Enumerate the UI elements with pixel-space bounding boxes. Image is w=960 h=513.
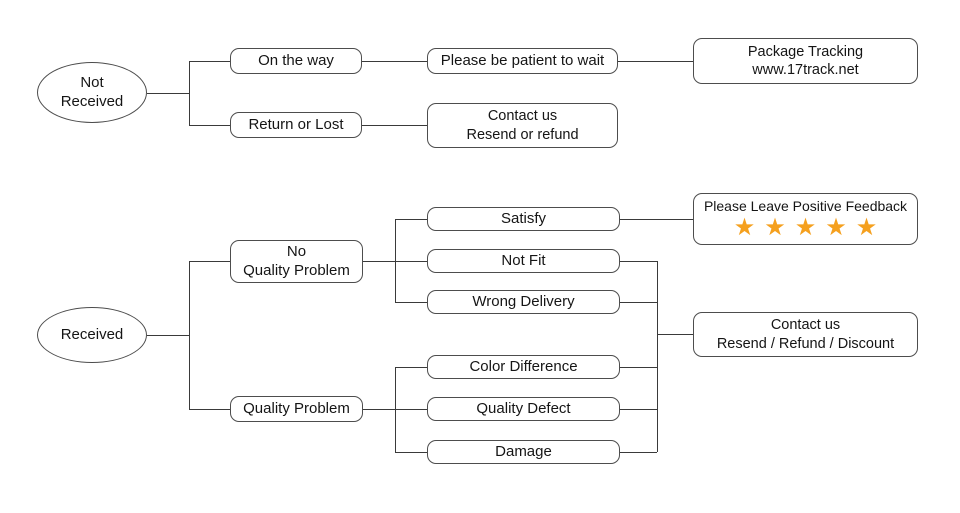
connector-line: [362, 61, 427, 63]
connector-line: [189, 261, 230, 263]
node-wrong-delivery: Wrong Delivery: [427, 290, 620, 314]
node-please-be-patient: Please be patient to wait: [427, 48, 618, 74]
connector-line: [395, 219, 397, 302]
connector-line: [147, 93, 189, 95]
node-package-tracking: Package Tracking www.17track.net: [693, 38, 918, 84]
connector-line: [618, 61, 693, 63]
star-rating: ★★★★★: [725, 216, 887, 240]
node-not-received-label-line1: Not: [80, 73, 104, 91]
connector-line: [147, 335, 189, 337]
connector-line: [189, 61, 230, 63]
node-contact-us-resend-refund: Contact us Resend or refund: [427, 103, 618, 148]
connector-line: [395, 302, 427, 304]
node-color-difference-label: Color Difference: [469, 357, 578, 375]
node-quality-defect: Quality Defect: [427, 397, 620, 421]
node-on-the-way: On the way: [230, 48, 362, 74]
node-contact-us-resend-refund-line1: Contact us: [487, 108, 558, 125]
connector-line: [363, 409, 395, 411]
node-quality-defect-label: Quality Defect: [476, 399, 571, 417]
connector-line: [395, 261, 427, 263]
node-wrong-delivery-label: Wrong Delivery: [472, 292, 575, 310]
node-return-or-lost: Return or Lost: [230, 112, 362, 138]
connector-line: [189, 261, 191, 409]
connector-line: [395, 219, 427, 221]
star-icon: ★: [825, 214, 856, 242]
node-received-label: Received: [60, 325, 124, 343]
node-on-the-way-label: On the way: [258, 51, 334, 69]
node-package-tracking-url: www.17track.net: [752, 62, 859, 78]
node-contact-us-resend-refund-discount: Contact us Resend / Refund / Discount: [693, 312, 918, 357]
node-no-quality-problem: No Quality Problem: [230, 240, 363, 283]
node-satisfy: Satisfy: [427, 207, 620, 231]
connector-line: [189, 125, 230, 127]
node-damage: Damage: [427, 440, 620, 464]
node-return-or-lost-label: Return or Lost: [248, 115, 344, 133]
node-contact-us-resend-refund-line2: Resend or refund: [466, 126, 579, 143]
connector-line: [620, 367, 657, 369]
node-package-tracking-label-line1: Package Tracking: [747, 43, 864, 60]
connector-line: [620, 261, 657, 263]
node-color-difference: Color Difference: [427, 355, 620, 379]
node-not-fit-label: Not Fit: [501, 251, 546, 269]
connector-line: [363, 261, 395, 263]
node-contact-us-discount-line2: Resend / Refund / Discount: [716, 335, 895, 352]
node-not-received: Not Received: [37, 62, 147, 123]
connector-line: [362, 125, 427, 127]
node-positive-feedback-label: Please Leave Positive Feedback: [703, 197, 908, 214]
node-quality-problem: Quality Problem: [230, 396, 363, 422]
star-icon: ★: [733, 214, 765, 242]
node-not-received-label-line2: Received: [60, 92, 124, 110]
connector-line: [657, 334, 693, 336]
node-contact-us-discount-line1: Contact us: [770, 317, 841, 334]
connector-line: [620, 452, 657, 454]
star-icon: ★: [764, 214, 795, 242]
connector-line: [620, 302, 657, 304]
connector-line: [620, 219, 693, 221]
node-received: Received: [37, 307, 147, 363]
node-not-fit: Not Fit: [427, 249, 620, 273]
connector-line: [189, 61, 191, 125]
connector-line: [657, 261, 659, 452]
node-satisfy-label: Satisfy: [500, 209, 546, 227]
connector-line: [395, 409, 427, 411]
connector-line: [620, 409, 657, 411]
node-no-quality-problem-line1: No: [286, 242, 307, 260]
connector-line: [189, 409, 230, 411]
node-damage-label: Damage: [495, 442, 552, 460]
node-no-quality-problem-line2: Quality Problem: [243, 261, 350, 279]
connector-line: [395, 452, 427, 454]
star-icon: ★: [855, 214, 887, 242]
connector-line: [395, 367, 427, 369]
star-icon: ★: [794, 214, 826, 242]
node-quality-problem-label: Quality Problem: [243, 399, 350, 417]
node-positive-feedback: Please Leave Positive Feedback ★★★★★: [693, 193, 918, 245]
node-please-be-patient-label: Please be patient to wait: [440, 51, 605, 69]
